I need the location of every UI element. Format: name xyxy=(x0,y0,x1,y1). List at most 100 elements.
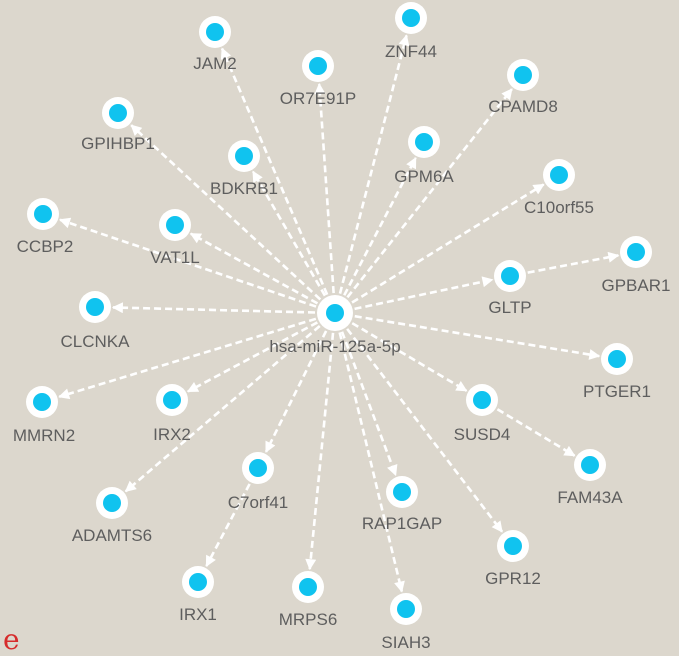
node-GPBAR1[interactable]: GPBAR1 xyxy=(602,236,671,295)
edge-hub-to-GPIHBP1 xyxy=(130,124,322,301)
edges-layer xyxy=(58,34,620,593)
node-label: MMRN2 xyxy=(13,426,75,445)
node-label: BDKRB1 xyxy=(210,179,278,198)
node-label: C7orf41 xyxy=(228,493,288,512)
node-OR7E91P[interactable]: OR7E91P xyxy=(280,50,357,108)
edge-C7orf41-to-IRX1 xyxy=(205,483,251,568)
node-dot xyxy=(189,573,207,591)
node-dot xyxy=(206,23,224,41)
edge-hub-to-ZNF44 xyxy=(338,34,410,294)
hub-label: hsa-miR-125a-5p xyxy=(269,337,400,356)
node-label: SIAH3 xyxy=(381,633,430,652)
node-dot xyxy=(86,298,104,316)
edge-hub-to-OR7E91P xyxy=(314,82,335,294)
node-MMRN2[interactable]: MMRN2 xyxy=(13,386,75,445)
node-CPAMD8[interactable]: CPAMD8 xyxy=(488,59,558,116)
node-dot xyxy=(109,104,127,122)
edge-GLTP-to-GPBAR1 xyxy=(527,251,620,274)
edge-hub-to-C10orf55 xyxy=(351,183,545,304)
node-dot xyxy=(163,391,181,409)
node-dot xyxy=(415,133,433,151)
edge-hub-to-GLTP xyxy=(354,276,494,311)
edge-hub-to-CLCNKA xyxy=(111,302,316,314)
node-dot xyxy=(235,147,253,165)
node-dot xyxy=(309,57,327,75)
edge-hub-to-SUSD4 xyxy=(351,322,468,392)
node-dot xyxy=(581,456,599,474)
node-label: GPR12 xyxy=(485,569,541,588)
edge-hub-to-MRPS6 xyxy=(305,332,335,571)
node-dot xyxy=(514,66,532,84)
node-dot xyxy=(33,393,51,411)
node-label: IRX2 xyxy=(153,425,191,444)
node-label: SUSD4 xyxy=(454,425,511,444)
node-label: VAT1L xyxy=(150,248,199,267)
node-dot xyxy=(550,166,568,184)
node-label: PTGER1 xyxy=(583,382,651,401)
edge-hub-to-CPAMD8 xyxy=(346,88,513,299)
edge-hub-to-BDKRB1 xyxy=(251,170,327,297)
node-VAT1L[interactable]: VAT1L xyxy=(150,209,200,267)
node-dot xyxy=(402,9,420,27)
node-SUSD4[interactable]: SUSD4 xyxy=(454,384,511,444)
node-RAP1GAP[interactable]: RAP1GAP xyxy=(362,476,442,533)
edge-hub-to-IRX2 xyxy=(186,321,318,393)
node-label: C10orf55 xyxy=(524,198,594,217)
node-label: GPBAR1 xyxy=(602,276,671,295)
node-IRX1[interactable]: IRX1 xyxy=(179,566,217,624)
node-dot xyxy=(103,494,121,512)
node-ZNF44[interactable]: ZNF44 xyxy=(385,2,437,61)
node-JAM2[interactable]: JAM2 xyxy=(193,16,237,73)
node-dot xyxy=(627,243,645,261)
node-label: GLTP xyxy=(488,298,531,317)
node-GPM6A[interactable]: GPM6A xyxy=(394,126,454,186)
edge-SUSD4-to-FAM43A xyxy=(496,408,576,457)
hub-node[interactable]: hsa-miR-125a-5p xyxy=(269,295,401,356)
node-C10orf55[interactable]: C10orf55 xyxy=(524,159,594,217)
node-SIAH3[interactable]: SIAH3 xyxy=(381,593,431,652)
edge-hub-to-SIAH3 xyxy=(338,332,405,593)
node-GPR12[interactable]: GPR12 xyxy=(485,530,541,588)
node-label: CLCNKA xyxy=(61,332,131,351)
node-MRPS6[interactable]: MRPS6 xyxy=(279,571,338,629)
edge-hub-to-C7orf41 xyxy=(264,330,328,453)
node-label: IRX1 xyxy=(179,605,217,624)
node-dot xyxy=(473,391,491,409)
node-label: ADAMTS6 xyxy=(72,526,152,545)
node-label: OR7E91P xyxy=(280,89,357,108)
node-CLCNKA[interactable]: CLCNKA xyxy=(61,291,131,351)
node-FAM43A[interactable]: FAM43A xyxy=(557,449,623,507)
edge-hub-to-MMRN2 xyxy=(58,317,317,400)
node-CCBP2[interactable]: CCBP2 xyxy=(17,198,74,256)
node-dot xyxy=(608,350,626,368)
node-label: CPAMD8 xyxy=(488,97,558,116)
node-dot xyxy=(34,205,52,223)
node-BDKRB1[interactable]: BDKRB1 xyxy=(210,140,278,198)
node-IRX2[interactable]: IRX2 xyxy=(153,384,191,444)
edge-hub-to-GPM6A xyxy=(343,156,417,296)
node-dot xyxy=(501,267,519,285)
node-PTGER1[interactable]: PTGER1 xyxy=(583,343,651,401)
node-dot xyxy=(504,537,522,555)
node-GLTP[interactable]: GLTP xyxy=(488,260,532,317)
node-label: GPIHBP1 xyxy=(81,134,155,153)
node-label: MRPS6 xyxy=(279,610,338,629)
node-dot xyxy=(393,483,411,501)
edge-hub-to-ADAMTS6 xyxy=(124,324,321,493)
edge-hub-to-VAT1L xyxy=(189,232,319,305)
node-label: RAP1GAP xyxy=(362,514,442,533)
node-GPIHBP1[interactable]: GPIHBP1 xyxy=(81,97,155,153)
node-label: CCBP2 xyxy=(17,237,74,256)
node-ADAMTS6[interactable]: ADAMTS6 xyxy=(72,487,152,545)
edge-hub-to-JAM2 xyxy=(220,47,329,296)
node-label: JAM2 xyxy=(193,54,236,73)
node-C7orf41[interactable]: C7orf41 xyxy=(228,452,288,512)
node-label: GPM6A xyxy=(394,167,454,186)
edge-hub-to-CCBP2 xyxy=(59,217,317,308)
node-dot xyxy=(299,578,317,596)
panel-label: e xyxy=(3,623,20,656)
node-dot xyxy=(249,459,267,477)
node-dot xyxy=(166,216,184,234)
